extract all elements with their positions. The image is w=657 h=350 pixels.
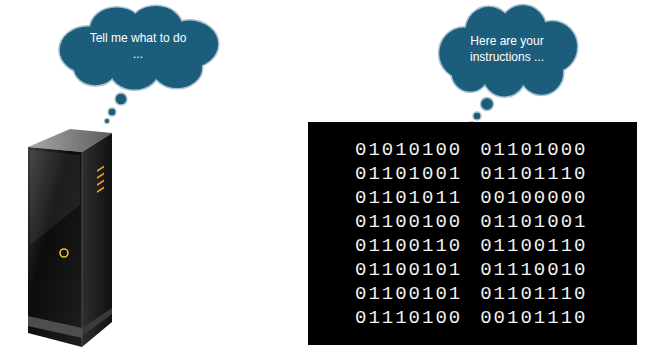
binary-byte: 01110010 — [480, 258, 587, 282]
status-led — [97, 180, 104, 186]
binary-byte: 01101001 — [480, 210, 587, 234]
thought-bubble — [105, 119, 110, 124]
thought-text: Tell me what to do ... — [86, 31, 190, 62]
status-led — [97, 166, 104, 172]
binary-byte: 01100110 — [480, 234, 587, 258]
thought-bubble — [108, 108, 116, 116]
binary-byte: 01101000 — [480, 138, 587, 162]
binary-byte: 01100100 — [355, 210, 462, 234]
status-led — [97, 187, 104, 193]
thought-bubble — [473, 112, 481, 120]
thought-bubble — [481, 98, 494, 111]
binary-byte: 01110100 — [355, 306, 462, 330]
server-base-band — [28, 316, 82, 338]
server-base-band — [82, 308, 112, 336]
binary-byte: 01010100 — [355, 138, 462, 162]
thought-cloud: Tell me what to do ... — [49, 3, 227, 91]
server-gloss — [30, 150, 80, 245]
thought-text: Here are your instructions ... — [459, 34, 555, 65]
binary-byte: 00100000 — [480, 186, 587, 210]
binary-byte: 01100110 — [355, 234, 462, 258]
server-edge — [82, 152, 83, 347]
binary-byte: 01101110 — [480, 282, 587, 306]
server-side — [28, 147, 82, 347]
binary-byte: 00101110 — [480, 306, 587, 330]
binary-byte: 01101110 — [480, 162, 587, 186]
binary-panel: 01010100 01101000 01101001 01101110 01101011… — [308, 122, 637, 345]
binary-byte: 01101011 — [355, 186, 462, 210]
thought-cloud: Here are your instructions ... — [430, 2, 585, 98]
server-front — [82, 133, 112, 347]
binary-byte: 01100101 — [355, 258, 462, 282]
binary-byte: 01101001 — [355, 162, 462, 186]
server-tower — [28, 129, 112, 347]
power-button — [60, 249, 68, 257]
thought-bubble — [115, 93, 127, 105]
binary-byte: 01100101 — [355, 282, 462, 306]
status-led — [97, 173, 104, 179]
